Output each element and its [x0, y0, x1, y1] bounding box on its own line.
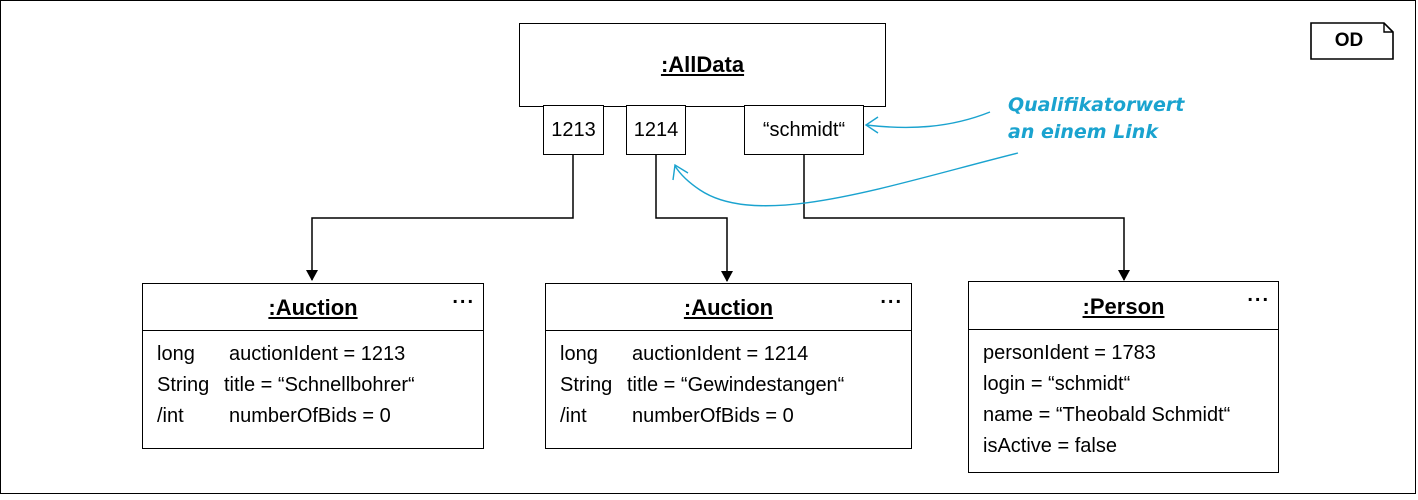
attribute-value: auctionIdent = 1213 — [229, 343, 406, 365]
attribute-row: long auctionIdent = 1213 — [157, 343, 405, 366]
qualifier-1213: 1213 — [543, 105, 604, 155]
annotation-arrow-2 — [674, 152, 1019, 207]
annotation-arrowhead-2 — [672, 163, 689, 181]
auction-title-2: :Auction — [683, 295, 774, 320]
alldata-title: :AllData — [660, 52, 745, 77]
auction-object-1: ... :Auction long auctionIdent = 1213 Str… — [142, 283, 484, 449]
attribute-value: numberOfBids = 0 — [229, 405, 391, 427]
attribute-row: personIdent = 1783 — [983, 342, 1156, 364]
compartment-divider — [143, 330, 483, 331]
more-indicator: ... — [880, 286, 903, 308]
attribute-row: String title = “Schnellbohrer“ — [157, 374, 415, 397]
attribute-value: title = “Gewindestangen“ — [627, 374, 845, 396]
annotation-line-1: Qualifikatorwert — [1008, 94, 1185, 116]
annotation-note: Qualifikatorwert an einem Link — [1008, 92, 1184, 146]
compartment-divider — [969, 329, 1278, 330]
annotation-arrow-1 — [865, 111, 991, 129]
attribute-row: long auctionIdent = 1214 — [560, 343, 808, 366]
link-1213-auction — [306, 154, 574, 281]
auction-object-2: ... :Auction long auctionIdent = 1214 Str… — [545, 283, 912, 449]
attribute-type: /int — [157, 405, 184, 427]
link-1214-auction — [655, 154, 733, 282]
annotation-arrowhead-1 — [864, 116, 879, 134]
attribute-type: long — [157, 343, 195, 365]
attribute-value: title = “Schnellbohrer“ — [224, 374, 415, 396]
attribute-type: /int — [560, 405, 587, 427]
attribute-type: String — [560, 374, 613, 396]
attribute-row: login = “schmidt“ — [983, 373, 1131, 395]
more-indicator: ... — [452, 286, 475, 308]
compartment-divider — [546, 330, 911, 331]
person-title: :Person — [1082, 294, 1165, 319]
attribute-type: long — [560, 343, 598, 365]
od-tag: OD — [1311, 23, 1393, 59]
alldata-object: :AllData — [519, 23, 886, 107]
qualifier-schmidt: “schmidt“ — [744, 105, 864, 155]
attribute-row: /int numberOfBids = 0 — [157, 405, 391, 428]
more-indicator: ... — [1247, 284, 1270, 306]
auction-title-1: :Auction — [268, 295, 358, 320]
attribute-row: String title = “Gewindestangen“ — [560, 374, 844, 397]
od-tag-fold — [1383, 23, 1393, 33]
annotation-line-2: an einem Link — [1008, 121, 1158, 143]
attribute-row: isActive = false — [983, 435, 1117, 457]
attribute-value: numberOfBids = 0 — [632, 405, 794, 427]
attribute-type: String — [157, 374, 210, 396]
person-object: ... :Person personIdent = 1783 login = “… — [968, 281, 1279, 473]
od-tag-outline — [1310, 22, 1394, 60]
qualifier-1214: 1214 — [626, 105, 686, 155]
od-label: OD — [1334, 30, 1364, 51]
attribute-row: name = “Theobald Schmidt“ — [983, 404, 1231, 426]
attribute-row: /int numberOfBids = 0 — [560, 405, 794, 428]
link-schmidt-person — [803, 154, 1130, 281]
attribute-value: auctionIdent = 1214 — [632, 343, 809, 365]
